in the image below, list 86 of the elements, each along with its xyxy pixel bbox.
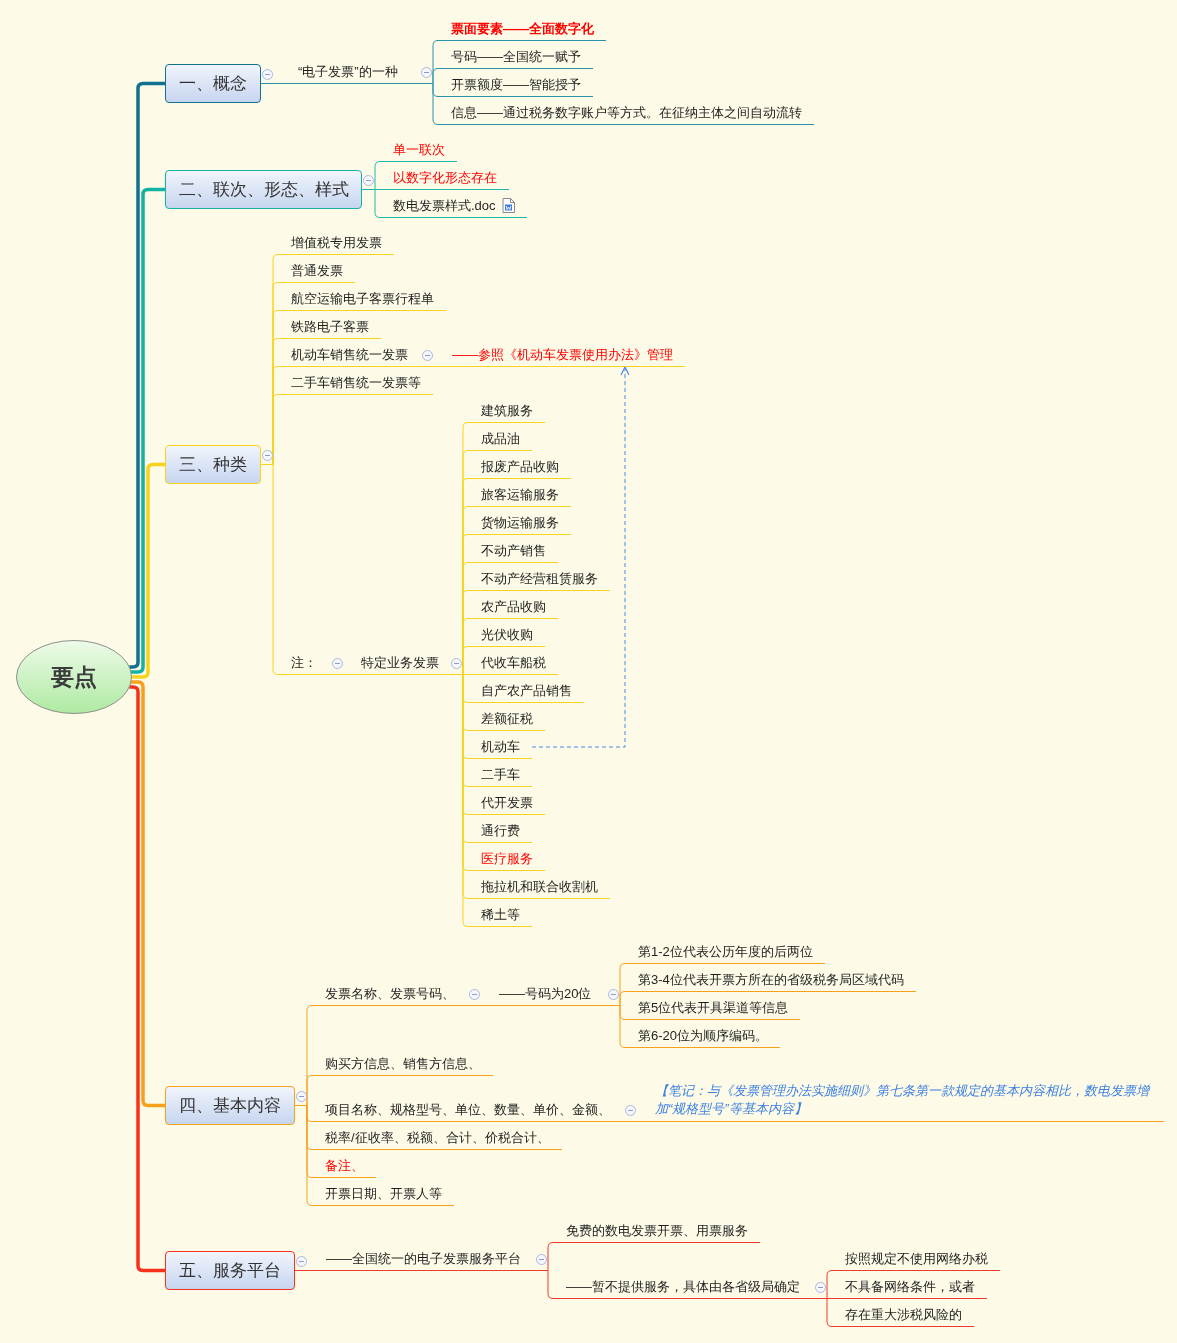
topic-box — [165, 1086, 295, 1125]
topic-text: 要点 — [51, 662, 97, 692]
topic-text: 购买方信息、销售方信息、 — [325, 1054, 481, 1073]
topic-text: 普通发票 — [291, 261, 343, 280]
connector-lines — [432, 40, 439, 125]
branch-line — [130, 187, 165, 674]
topic-text: 光伏收购 — [481, 625, 533, 644]
topic-text: 通行费 — [481, 821, 520, 840]
topic-text: 二、联次、形态、样式 — [178, 178, 349, 201]
connector-lines — [361, 161, 381, 218]
topic-text: 五、服务平台 — [179, 1259, 281, 1282]
topic-text: 农产品收购 — [481, 597, 546, 616]
topic-text: 报废产品收购 — [481, 457, 559, 476]
topic-box — [165, 445, 261, 484]
topic-text: 二手车销售统一发票等 — [291, 373, 421, 392]
topic-text: 一、概念 — [179, 72, 247, 95]
topic-text: 第6-20位为顺序编码。 — [638, 1026, 769, 1045]
topic-text: ——全国统一的电子发票服务平台 — [326, 1249, 521, 1268]
connector-line — [433, 366, 440, 367]
topic-text: 稀土等 — [481, 905, 520, 924]
topic-text: ——参照《机动车发票使用办法》管理 — [452, 345, 673, 364]
topic-text: 发票名称、发票号码、 — [325, 984, 455, 1003]
topic-text: 项目名称、规格型号、单位、数量、单价、金额、 — [325, 1100, 611, 1119]
branch-line — [129, 81, 165, 669]
topic-text: 号码——全国统一赋予 — [451, 47, 581, 66]
topic-text: 四、基本内容 — [179, 1094, 281, 1117]
connector-line — [636, 1121, 643, 1122]
topic-text: 不具备网络条件，或者 — [845, 1277, 975, 1296]
topic-text: 铁路电子客票 — [291, 317, 369, 336]
connector-line — [343, 674, 350, 675]
topic-text: 不动产销售 — [481, 541, 546, 560]
topic-text: 拖拉机和联合收割机 — [481, 877, 598, 896]
topic-text: 成品油 — [481, 429, 520, 448]
topic-text: 数电发票样式.doc — [393, 196, 496, 215]
topic-text: 代开发票 — [481, 793, 533, 812]
topic-text: 第5位代表开具渠道等信息 — [638, 998, 789, 1017]
connector-line — [294, 1270, 308, 1271]
topic-text: 单一联次 — [393, 140, 445, 159]
topic-text: 存在重大涉税风险的 — [845, 1305, 962, 1324]
topic-text: 第3-4位代表开票方所在的省级税务局区域代码 — [638, 970, 904, 989]
topic-text: 税率/征收率、税额、合计、价税合计、 — [325, 1128, 550, 1147]
dashed-arrow — [531, 366, 630, 748]
topic-text: 自产农产品销售 — [481, 681, 572, 700]
topic-text: 第1-2位代表公历年度的后两位 — [638, 942, 813, 961]
topic-text: 信息——通过税务数字账户等方式。在征纳主体之间自动流转 — [451, 103, 802, 122]
topic-text: 旅客运输服务 — [481, 485, 559, 504]
central-topic — [16, 640, 132, 714]
connector-lines — [294, 1005, 313, 1206]
branch-line — [131, 462, 165, 679]
topic-text: 代收车船税 — [481, 653, 546, 672]
topic-text: 免费的数电发票开票、用票服务 — [566, 1221, 748, 1240]
topic-text: 增值税专用发票 — [291, 233, 382, 252]
topic-text: 货物运输服务 — [481, 513, 559, 532]
topic-text: 按照规定不使用网络办税 — [845, 1249, 988, 1268]
topic-box — [165, 64, 261, 103]
topic-box — [165, 170, 362, 209]
topic-text: 开票日期、开票人等 — [325, 1184, 442, 1203]
topic-text: 以数字化形态存在 — [393, 168, 497, 187]
topic-text: “电子发票”的一种 — [298, 62, 398, 81]
topic-text: 航空运输电子客票行程单 — [291, 289, 434, 308]
topic-text: 备注、 — [325, 1156, 364, 1175]
connector-line — [260, 83, 276, 84]
topic-text: 机动车销售统一发票 — [291, 345, 408, 364]
branch-line — [129, 685, 165, 1273]
connector-lines — [619, 963, 626, 1048]
topic-text: 机动车 — [481, 737, 520, 756]
connector-lines — [826, 1270, 833, 1327]
topic-text: 【笔记：与《发票管理办法实施细则》第七条第一款规定的基本内容相比，数电发票增加“规格型号”等基本内容】 — [655, 1082, 1152, 1118]
topic-text: 医疗服务 — [481, 849, 533, 868]
topic-text: ——号码为20位 — [499, 984, 592, 1003]
topic-text: 二手车 — [481, 765, 520, 784]
topic-text: ——暂不提供服务，具体由各省级局确定 — [566, 1277, 800, 1296]
topic-text: 三、种类 — [179, 453, 247, 476]
connector-lines — [547, 1242, 554, 1299]
topic-box — [165, 1251, 295, 1290]
connector-lines — [260, 254, 279, 675]
connector-lines — [462, 422, 469, 927]
topic-text: 建筑服务 — [481, 401, 533, 420]
topic-text: 特定业务发票 — [361, 653, 439, 672]
connector-line — [480, 1005, 487, 1006]
branch-line — [130, 680, 165, 1108]
topic-text: 注： — [291, 653, 317, 672]
topic-text: 不动产经营租赁服务 — [481, 569, 598, 588]
topic-text: 差额征税 — [481, 709, 533, 728]
topic-text: 票面要素——全面数字化 — [451, 19, 594, 38]
topic-text: 开票额度——智能授予 — [451, 75, 581, 94]
